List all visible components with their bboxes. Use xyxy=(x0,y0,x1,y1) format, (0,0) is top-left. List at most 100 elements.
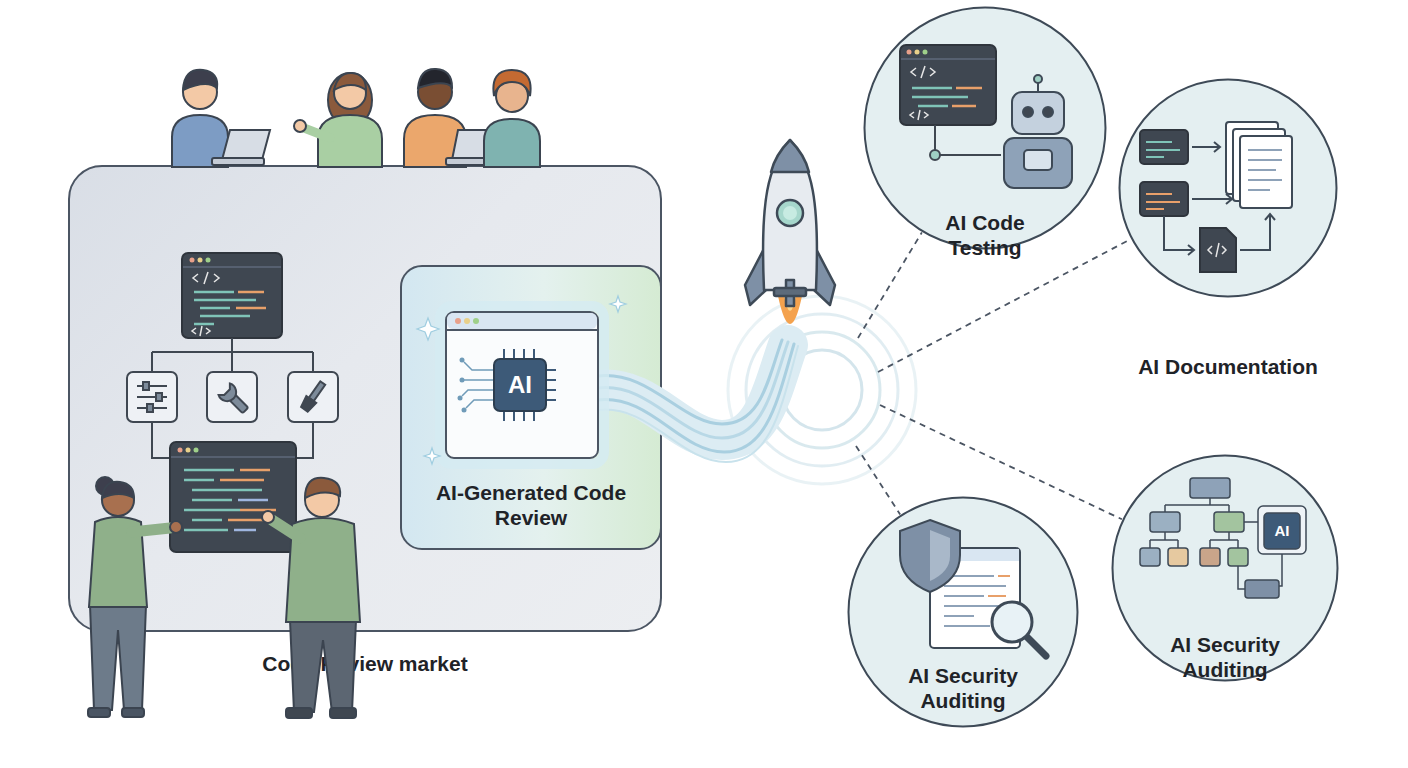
rocket-symbol xyxy=(814,245,835,305)
document-symbol xyxy=(944,576,1006,626)
file-symbol xyxy=(1200,228,1236,272)
code-window xyxy=(1140,130,1188,164)
flowchart-symbol xyxy=(1264,513,1300,549)
chip-window xyxy=(447,329,597,331)
flowchart-symbol xyxy=(1258,506,1306,554)
document-stack xyxy=(1226,122,1278,194)
flowchart-symbol xyxy=(1150,512,1180,532)
code-window xyxy=(900,45,996,125)
swirl-rings xyxy=(782,350,862,430)
person-figure xyxy=(294,73,382,167)
person-figure xyxy=(88,708,110,717)
flowchart-symbol xyxy=(1190,478,1230,498)
robot-symbol xyxy=(1012,92,1064,134)
chip-window xyxy=(473,318,479,324)
robot-symbol xyxy=(1037,82,1039,92)
tool-icon xyxy=(299,380,327,413)
data-stream xyxy=(598,340,782,424)
laptop-symbol xyxy=(212,130,270,165)
node-label: AI-Generated Code Review xyxy=(429,480,633,530)
rocket-symbol xyxy=(777,200,803,226)
code-window xyxy=(923,50,928,55)
wire xyxy=(935,125,1001,155)
tool-icon xyxy=(288,372,338,422)
robot-symbol xyxy=(1004,75,1072,188)
data-stream xyxy=(598,344,794,452)
magnifier-symbol xyxy=(992,602,1032,642)
shield-symbol xyxy=(900,520,960,592)
tool-icon xyxy=(309,381,325,401)
chip-window xyxy=(446,312,598,458)
person-figure xyxy=(404,69,466,167)
flowchart-symbol xyxy=(1245,580,1279,598)
person-figure xyxy=(318,115,382,167)
person-figure xyxy=(328,73,372,127)
chip-window xyxy=(462,362,494,408)
code-window xyxy=(915,50,920,55)
magnifier-symbol xyxy=(992,602,1046,656)
tool-icon xyxy=(143,382,149,390)
circle-outline xyxy=(849,498,1078,727)
chip-window xyxy=(455,318,461,324)
person-figure xyxy=(102,484,134,516)
code-window xyxy=(194,292,256,324)
market-circle: AI Security Auditing xyxy=(1111,454,1339,682)
dashed-leader xyxy=(856,446,900,515)
flowchart-symbol xyxy=(1228,548,1248,566)
wire-node xyxy=(930,150,940,160)
person-figure xyxy=(96,477,114,495)
code-window xyxy=(220,470,276,520)
code-window xyxy=(911,66,935,78)
shield-symbol xyxy=(930,530,950,581)
person-figure xyxy=(294,120,306,132)
chip-window xyxy=(447,313,597,329)
code-window xyxy=(186,448,191,453)
person-figure xyxy=(305,483,339,517)
tool-icon xyxy=(218,383,240,405)
tool-icon xyxy=(227,392,248,413)
person-figure xyxy=(183,70,217,90)
person-figure xyxy=(418,75,452,109)
document-symbol xyxy=(988,576,1010,596)
person-figure xyxy=(272,520,300,538)
tool-icon xyxy=(156,393,162,401)
person-figure xyxy=(493,70,530,96)
document-symbol xyxy=(930,548,1020,648)
chip-window xyxy=(440,306,604,464)
code-window xyxy=(206,258,211,263)
tool-icon xyxy=(218,383,252,417)
chip-window xyxy=(460,358,465,363)
person-figure xyxy=(334,77,366,109)
rocket-symbol xyxy=(774,288,806,296)
market-circle: AI Documentation xyxy=(1118,78,1338,298)
person-figure xyxy=(262,478,360,718)
person-figure xyxy=(305,478,340,498)
laptop-symbol xyxy=(212,158,264,165)
person-figure xyxy=(89,517,147,607)
tool-icon xyxy=(147,404,153,412)
data-stream xyxy=(598,342,788,438)
laptop-symbol xyxy=(222,130,270,160)
code-window xyxy=(170,442,296,552)
swirl-rings xyxy=(728,296,916,484)
chip-label: AI xyxy=(1264,522,1300,540)
document-stack xyxy=(1226,122,1292,208)
swirl-rings xyxy=(728,296,916,484)
flowchart-symbol xyxy=(1150,498,1282,589)
robot-symbol xyxy=(1024,150,1052,170)
code-window xyxy=(1140,182,1188,216)
code-window xyxy=(171,456,295,458)
rocket-symbol xyxy=(783,206,797,220)
tree-connector xyxy=(152,422,313,458)
robot-symbol xyxy=(1023,107,1033,117)
person-figure xyxy=(122,708,144,717)
person-figure xyxy=(418,69,452,88)
rocket-symbol xyxy=(745,140,835,324)
rocket-symbol xyxy=(786,280,794,306)
file-symbol xyxy=(1200,228,1236,272)
dashed-leader xyxy=(878,239,1131,372)
chip-window xyxy=(460,378,465,383)
chip-window xyxy=(440,306,604,464)
chip-window xyxy=(464,318,470,324)
